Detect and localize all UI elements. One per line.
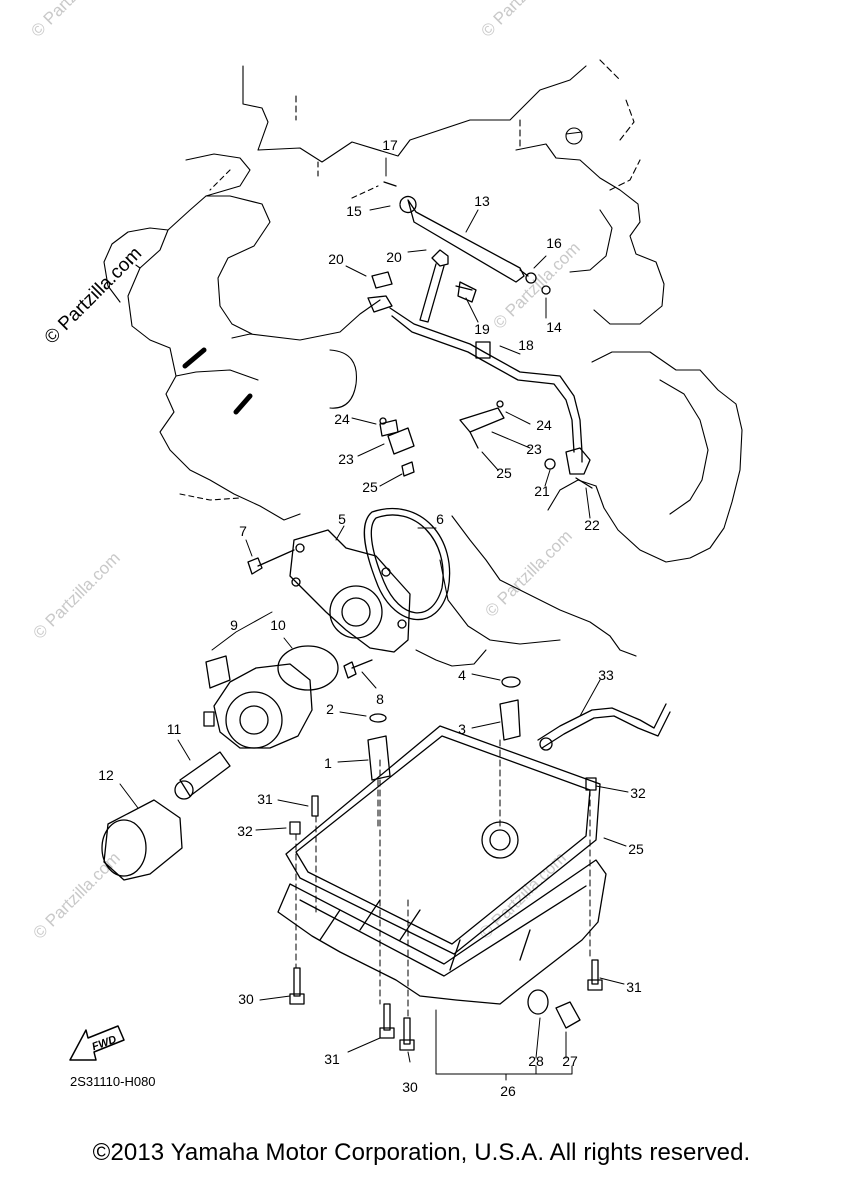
callout-7: 7 [239,523,247,539]
oil-sensor-icon [379,400,505,477]
oil-delivery-pipe-icon [383,181,551,295]
callout-21: 21 [534,483,550,499]
callout-31-b: 31 [626,979,642,995]
callout-12: 12 [98,767,114,783]
oil-cooler-icon [203,655,313,749]
callout-22: 22 [584,517,600,533]
callout-31-c: 31 [324,1051,340,1067]
callout-3: 3 [458,721,466,737]
callout-20-a: 20 [328,251,344,267]
callout-11: 11 [167,721,182,737]
oil-pan-icon [277,821,607,1005]
watermark-top-left: © Partzilla.com [27,0,121,41]
copyright-notice: ©2013 Yamaha Motor Corporation, U.S.A. A… [92,1139,751,1166]
callout-33: 33 [598,667,614,683]
union-bolt-icon [174,751,231,800]
callout-23-b: 23 [526,441,542,457]
callout-13: 13 [474,193,490,209]
callout-31-a: 31 [257,791,273,807]
callout-9: 9 [230,617,238,633]
callout-29: 25 [628,841,644,857]
fwd-arrow-icon: FWD [69,1025,125,1061]
callout-18: 18 [518,337,534,353]
callout-24-a: 24 [334,411,350,427]
callout-6: 6 [436,511,444,527]
fwd-label: FWD [90,1034,118,1054]
callout-8: 8 [376,691,384,707]
watermark-top-right: © Partzilla.com [477,0,571,41]
oil-cooler-housing-icon [247,507,451,691]
callout-28: 28 [528,1053,544,1069]
oil-pipe-icon [367,249,593,489]
callout-26: 26 [500,1083,516,1099]
callout-15: 15 [346,203,362,219]
callout-1: 1 [324,755,332,771]
callout-5: 5 [338,511,346,527]
callout-10: 10 [270,617,286,633]
callout-23-a: 23 [338,451,354,467]
bolt-icons [289,777,603,1051]
callouts: 17 15 13 16 14 20 20 19 18 24 24 23 23 2… [98,137,646,1099]
callout-16: 16 [546,235,562,251]
callout-4: 4 [458,667,466,683]
callout-25-b: 25 [496,465,512,481]
leader-lines [119,157,629,1081]
oil-strainer-pipe-icon [367,676,521,781]
callout-24-b: 24 [536,417,552,433]
callout-14: 14 [546,319,562,335]
callout-25-a: 25 [362,479,378,495]
oil-pan-gasket-icon [285,725,601,955]
watermark-upper-mid: © Partzilla.com [489,238,583,332]
diagram-code: 2S31110-H080 [70,1074,156,1089]
watermark-mid-left: © Partzilla.com [29,548,123,642]
callout-32-b: 32 [237,823,253,839]
callout-20-b: 20 [386,249,402,265]
watermark-low-left: © Partzilla.com [29,848,123,942]
callout-30-a: 30 [238,991,254,1007]
callout-32-a: 32 [630,785,646,801]
oil-return-pipe-icon [537,703,671,751]
callout-2: 2 [326,701,334,717]
callout-17: 17 [382,137,398,153]
callout-30-b: 30 [402,1079,418,1095]
watermark-bold: © Partzilla.com [41,243,146,348]
drain-bolt-icon [527,989,581,1029]
callout-27: 27 [562,1053,578,1069]
watermark-low-right: © Partzilla.com [475,848,569,942]
oil-filter-icon [101,799,183,881]
callout-19: 19 [474,321,490,337]
engine-outline-icon [103,59,743,667]
